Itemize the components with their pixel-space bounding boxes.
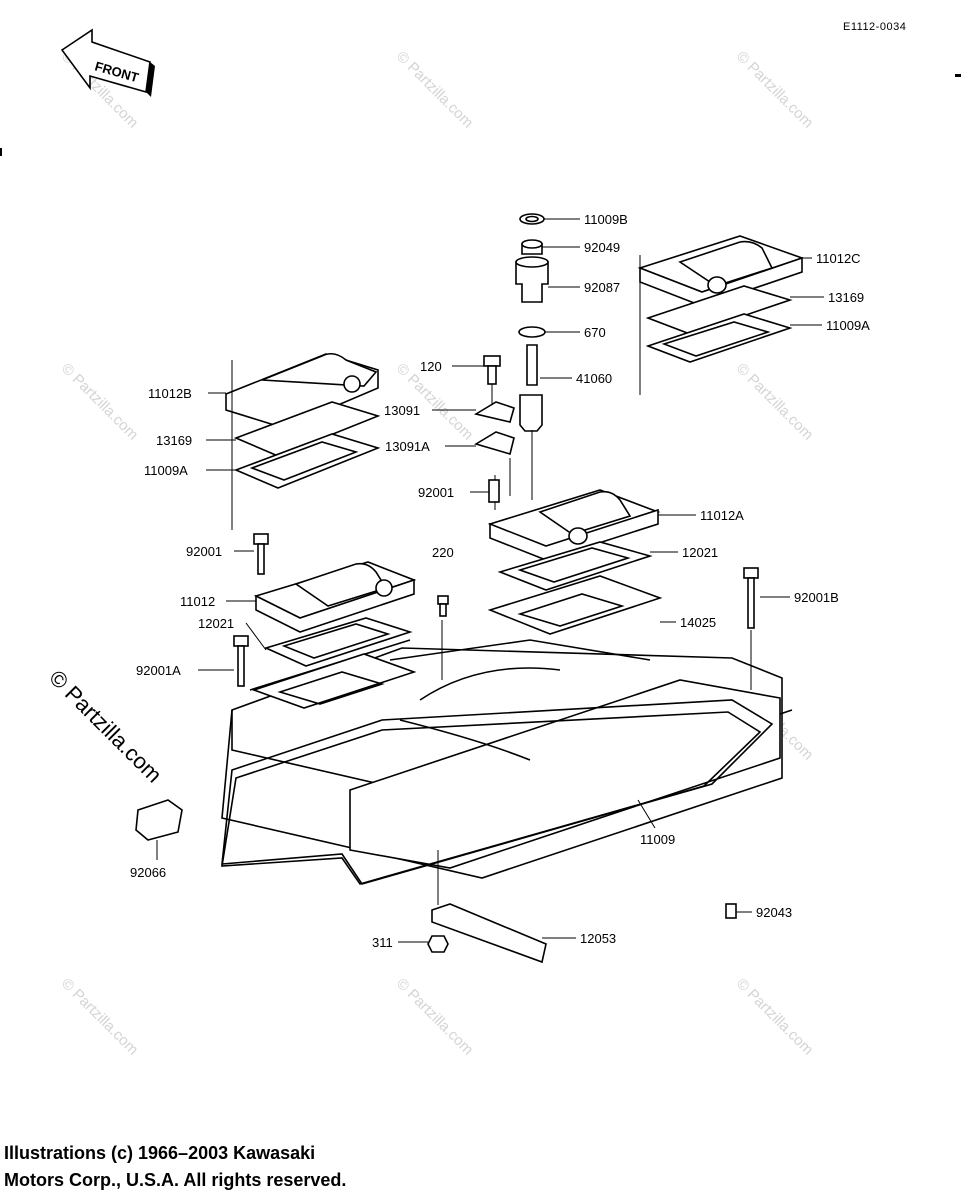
label-670: 670 [584, 325, 606, 340]
label-92001A: 92001A [136, 663, 181, 678]
bolt-and-plates [473, 355, 515, 510]
label-12053: 12053 [580, 931, 617, 946]
label-11009: 11009 [640, 832, 676, 847]
label-13091A: 13091A [385, 439, 430, 454]
label-92066: 92066 [130, 865, 167, 880]
label-11012B: 11012B [148, 386, 192, 401]
copyright-line-1: Illustrations (c) 1966–2003 Kawasaki [4, 1143, 316, 1163]
label-220: 220 [432, 545, 454, 560]
diagram-code: E1112-0034 [843, 21, 907, 33]
cover-11012 [253, 561, 417, 667]
label-92001-left: 92001 [186, 544, 223, 559]
label-92043: 92043 [756, 905, 793, 920]
label-92049: 92049 [584, 240, 621, 255]
label-11009B: 11009B [584, 212, 628, 227]
label-41060: 41060 [576, 371, 613, 386]
bolts [233, 533, 759, 690]
label-12021-right: 12021 [682, 545, 719, 560]
label-11012: 11012 [180, 594, 216, 609]
bracket-12053 [427, 850, 547, 964]
cover-11012C [637, 235, 805, 395]
label-13169-right: 13169 [828, 290, 865, 305]
front-arrow-icon: FRONT [60, 28, 155, 97]
label-92001-top: 92001 [418, 485, 455, 500]
label-13091: 13091 [384, 403, 421, 418]
leader-lines [156, 218, 824, 943]
breather-stack [515, 213, 549, 500]
cover-11012A [487, 489, 661, 591]
cylinder-head-cover [221, 575, 793, 885]
part-92043 [725, 903, 737, 919]
label-92001B: 92001B [794, 590, 839, 605]
label-92087: 92087 [584, 280, 621, 295]
copyright: Illustrations (c) 1966–2003 Kawasaki Mot… [4, 1140, 346, 1194]
label-12021-left: 12021 [198, 616, 235, 631]
label-311: 311 [372, 935, 393, 950]
label-11012C: 11012C [816, 251, 861, 266]
cover-11012B [225, 352, 381, 530]
label-11009A-right: 11009A [826, 318, 870, 333]
label-120: 120 [420, 359, 442, 374]
label-13169-left: 13169 [156, 433, 193, 448]
part-92066 [135, 799, 183, 841]
label-11012A: 11012A [700, 508, 744, 523]
copyright-line-2: Motors Corp., U.S.A. All rights reserved… [4, 1170, 347, 1190]
label-14025: 14025 [680, 615, 717, 630]
label-11009A-left: 11009A [144, 463, 188, 478]
